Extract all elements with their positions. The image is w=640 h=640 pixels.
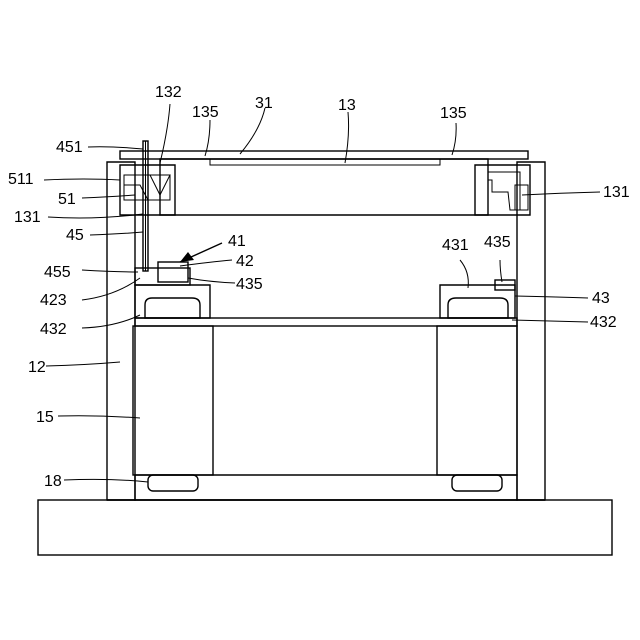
magnet-block-right-15	[437, 326, 517, 475]
label-31: 31	[255, 95, 273, 112]
label-41: 41	[228, 233, 246, 250]
label-511: 511	[8, 171, 34, 188]
label-451: 451	[56, 139, 83, 156]
top-cover-31	[120, 151, 528, 159]
label-131-left: 131	[14, 209, 41, 226]
label-18: 18	[44, 473, 62, 490]
part-13	[160, 159, 488, 215]
foot-left-18	[148, 475, 198, 491]
label-432-left: 432	[40, 321, 67, 338]
label-51: 51	[58, 191, 76, 208]
label-135-left: 135	[192, 104, 219, 121]
label-15: 15	[36, 409, 54, 426]
housing-12	[107, 162, 545, 500]
label-455: 455	[44, 264, 71, 281]
right-assembly-43	[440, 280, 515, 318]
label-435-left: 435	[236, 276, 263, 293]
label-45: 45	[66, 227, 84, 244]
label-423: 423	[40, 292, 67, 309]
label-42: 42	[236, 253, 254, 270]
label-135-right: 135	[440, 105, 467, 122]
middle-plate	[135, 318, 517, 326]
labels: 451 132 135 31 13 135 511 51 131 131 45 …	[8, 84, 630, 490]
arrow-41	[180, 243, 222, 262]
foot-right-18	[452, 475, 502, 491]
label-435-right: 435	[484, 234, 511, 251]
label-131-right: 131	[603, 184, 630, 201]
label-132: 132	[155, 84, 182, 101]
base-plate	[38, 500, 612, 555]
label-12: 12	[28, 359, 46, 376]
right-support-131	[475, 165, 530, 215]
magnet-block-left-15	[133, 326, 213, 475]
label-13: 13	[338, 97, 356, 114]
label-432-right: 432	[590, 314, 617, 331]
pin-45	[143, 141, 148, 271]
label-43: 43	[592, 290, 610, 307]
label-431: 431	[442, 237, 469, 254]
